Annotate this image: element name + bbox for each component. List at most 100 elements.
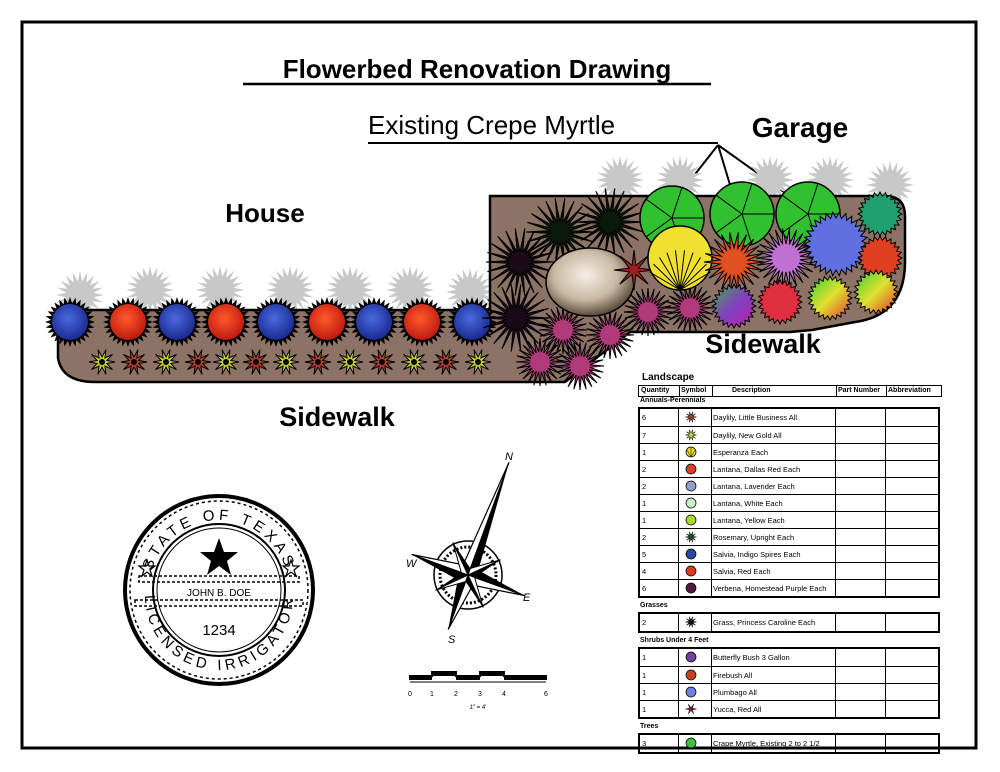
circle-icon bbox=[685, 582, 697, 594]
irrigator-seal: STATE OF TEXAS LICENSED IRRIGATOR JOHN B… bbox=[123, 494, 315, 686]
crepe-myrtle-segment bbox=[741, 213, 753, 245]
esperanza-fan-line bbox=[666, 252, 681, 291]
plumbago-plant bbox=[802, 210, 870, 278]
circle-icon bbox=[685, 548, 697, 560]
legend-quantity: 6 bbox=[642, 584, 647, 593]
legend-quantity: 5 bbox=[642, 550, 647, 559]
crepe-myrtle-segment bbox=[715, 194, 743, 215]
esperanza-fan-line bbox=[649, 271, 681, 291]
legend-description: Daylily, New Gold All bbox=[713, 431, 782, 440]
legend-row: 2 Grass, Princess Caroline Each bbox=[640, 614, 938, 631]
legend-title: Landscape bbox=[642, 372, 695, 383]
daylily-center bbox=[379, 359, 385, 365]
salvia-plant-fill bbox=[309, 304, 345, 340]
esperanza-fan-line bbox=[658, 257, 681, 291]
grass-plant bbox=[485, 228, 555, 296]
plant-shadows bbox=[56, 156, 914, 319]
legend-description: Lantana, Lavender Each bbox=[713, 482, 795, 491]
daylily-center bbox=[443, 359, 449, 365]
legend-quantity: 1 bbox=[642, 499, 647, 508]
legend-quantity: 1 bbox=[642, 671, 647, 680]
lantana-plant bbox=[710, 282, 758, 330]
salvia-plant-fill bbox=[110, 304, 146, 340]
legend-quantity: 2 bbox=[642, 618, 647, 627]
plant-layer bbox=[45, 181, 904, 391]
daylily-center bbox=[163, 359, 169, 365]
plant-shadow bbox=[266, 266, 314, 314]
legend-quantity: 3 bbox=[642, 739, 647, 748]
circle-icon bbox=[685, 686, 697, 698]
legend-column-header: Description bbox=[732, 387, 771, 394]
plant-shadow bbox=[196, 266, 244, 314]
legend-description: Salvia, Red Each bbox=[713, 567, 771, 576]
grass-plant bbox=[481, 284, 551, 352]
legend-column-header: Quantity bbox=[641, 387, 670, 394]
plant-shadow bbox=[806, 156, 854, 204]
compass-s-label: S bbox=[448, 634, 456, 646]
compass-e-label: E bbox=[523, 592, 531, 604]
crepe-myrtle-segment bbox=[645, 217, 673, 238]
compass-w-label: W bbox=[406, 558, 418, 570]
esperanza-fan-line bbox=[679, 257, 702, 291]
lantana-plant bbox=[756, 278, 804, 326]
scale-tick-label: 1 bbox=[430, 691, 434, 698]
legend-quantity: 1 bbox=[642, 516, 647, 525]
legend-description: Rosemary, Upright Each bbox=[713, 533, 795, 542]
legend-description: Lantana, Yellow Each bbox=[713, 516, 785, 525]
crepe-myrtle-segment bbox=[807, 183, 819, 215]
legend-row: 2 Rosemary, Upright Each bbox=[640, 528, 938, 545]
lantana-plant bbox=[852, 268, 900, 316]
daylily-center bbox=[347, 359, 353, 365]
legend-quantity: 4 bbox=[642, 567, 647, 576]
salvia-plant-fill bbox=[208, 304, 244, 340]
circle-icon bbox=[685, 669, 697, 681]
daylily-center bbox=[195, 359, 201, 365]
legend-quantity: 6 bbox=[642, 413, 647, 422]
page-title: Flowerbed Renovation Drawing bbox=[283, 54, 672, 84]
circle-icon bbox=[685, 514, 697, 526]
scale-tick-label: 2 bbox=[454, 691, 458, 698]
spiky-star-icon bbox=[685, 411, 697, 423]
plant-shadow bbox=[326, 266, 374, 314]
spiky-star-icon bbox=[685, 429, 697, 441]
legend-group-label: Annuals-Perennials bbox=[640, 397, 706, 404]
plant-shadow bbox=[126, 266, 174, 314]
lantana-plant bbox=[806, 274, 854, 322]
legend-description: Firebush All bbox=[713, 671, 753, 680]
daylily-center bbox=[253, 359, 259, 365]
legend-quantity: 1 bbox=[642, 688, 647, 697]
legend-quantity: 1 bbox=[642, 653, 647, 662]
circle-icon bbox=[685, 463, 697, 475]
legend-description: Crape Myrtle, Existing 2 to 2 1/2 bbox=[713, 739, 820, 748]
scale-note: 1" = 4' bbox=[470, 705, 487, 711]
legend-column-header: Part Number bbox=[838, 387, 881, 394]
legend-quantity: 2 bbox=[642, 533, 647, 542]
salvia-plant-fill bbox=[454, 304, 490, 340]
scale-tick-label: 4 bbox=[502, 691, 506, 698]
spiky-star-icon bbox=[685, 616, 697, 628]
legend-description: Lantana, White Each bbox=[713, 499, 783, 508]
legend-row: 1 Lantana, Yellow Each bbox=[640, 511, 938, 528]
legend-description: Verbena, Homestead Purple Each bbox=[713, 584, 827, 593]
sidewalk-right-label: Sidewalk bbox=[705, 329, 822, 359]
legend-column-header: Abbreviation bbox=[888, 387, 931, 394]
daylily-center bbox=[223, 359, 229, 365]
verbena-plant bbox=[623, 287, 673, 337]
esperanza-fan-line bbox=[679, 263, 707, 291]
legend-description: Grass, Princess Caroline Each bbox=[713, 618, 816, 627]
scale-tick-label: 0 bbox=[408, 691, 412, 698]
esperanza-fan-line bbox=[653, 263, 681, 291]
legend-group-label: Trees bbox=[640, 723, 659, 730]
plant-shadow bbox=[56, 271, 104, 319]
yucca-plant bbox=[613, 249, 655, 291]
salvia-plant-fill bbox=[404, 304, 440, 340]
compass-rose: N E S W bbox=[406, 451, 531, 646]
